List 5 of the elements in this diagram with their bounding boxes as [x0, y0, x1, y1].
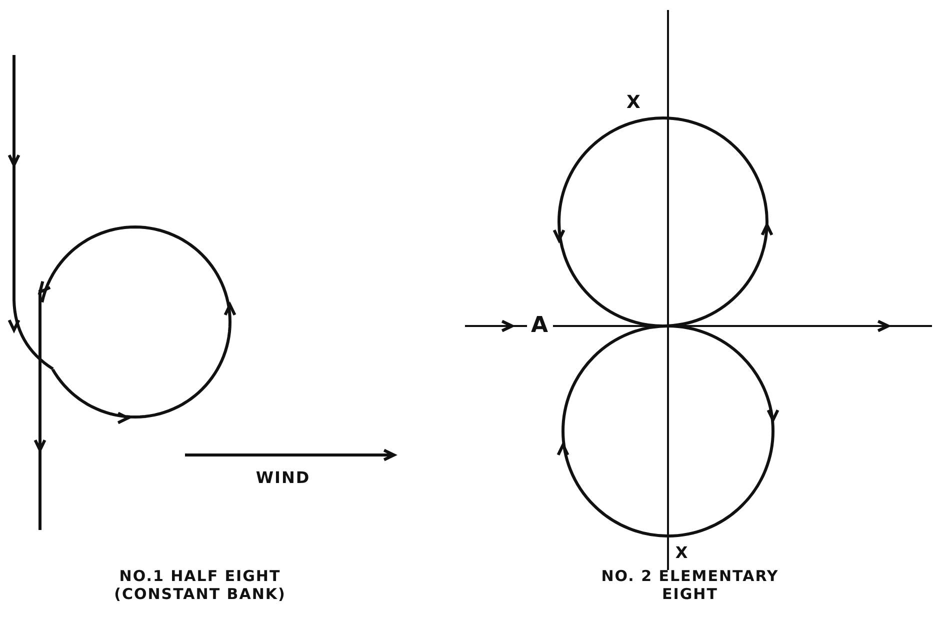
figure-caption: NO.1 HALF EIGHT (CONSTANT BANK): [113, 567, 287, 603]
point-label: X: [674, 543, 690, 562]
figure-caption: NO. 2 ELEMENTARY EIGHT: [600, 567, 780, 603]
point-label: X: [626, 92, 642, 114]
wind-label: WIND: [254, 468, 312, 488]
